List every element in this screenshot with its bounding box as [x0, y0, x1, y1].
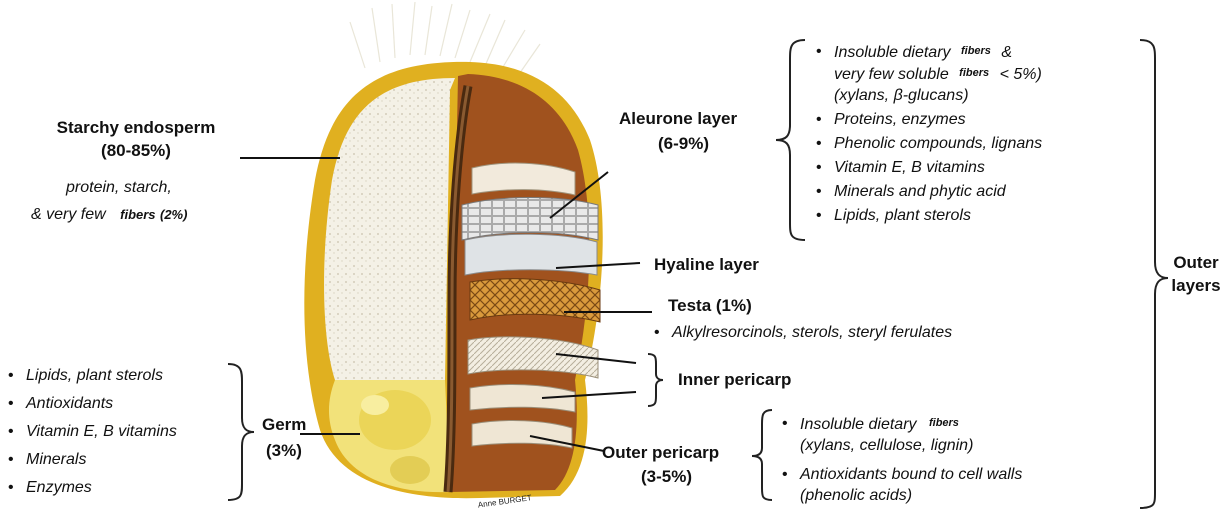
aleurone-item-6: Lipids, plant sterols	[812, 205, 1042, 226]
outer-layers-line1: Outer	[1166, 252, 1226, 274]
aleurone-item-3: Phenolic compounds, lignans	[812, 133, 1042, 154]
hyaline-layer-title: Hyaline layer	[654, 254, 759, 276]
aleurone-item1-g: (xylans, β-glucans)	[834, 87, 969, 104]
testa-item: Alkylresorcinols, sterols, steryl ferula…	[650, 322, 952, 343]
outer-pericarp-item-2-cont: (phenolic acids)	[778, 485, 1022, 506]
aleurone-item-5: Minerals and phytic acid	[812, 181, 1042, 202]
germ-list: Lipids, plant sterols Antioxidants Vitam…	[4, 365, 177, 498]
aleurone-item-fibers-cont2: (xylans, β-glucans)	[812, 85, 1042, 106]
aleurone-layer-title: Aleurone layer	[619, 108, 737, 130]
starchy-endosperm-line1: protein, starch,	[66, 177, 172, 198]
outer-pericarp-item1-b: fibers	[929, 417, 959, 429]
aleurone-list: Insoluble dietary fibers & very few solu…	[812, 41, 1042, 226]
outer-pericarp-list: Insoluble dietary fibers (xylans, cellul…	[778, 413, 1022, 506]
germ-title: Germ	[262, 414, 306, 436]
outer-pericarp-percent: (3-5%)	[641, 466, 692, 488]
starchy-endosperm-line2: & very few fibers (2%)	[31, 204, 187, 225]
outer-layers-line2: layers	[1166, 275, 1226, 297]
aleurone-item1-f: < 5%)	[1000, 66, 1042, 83]
aleurone-item-2: Proteins, enzymes	[812, 109, 1042, 130]
starchy-line2-fibers: fibers	[120, 207, 155, 222]
hyaline-band	[465, 234, 597, 275]
outer-pericarp-title: Outer pericarp	[602, 442, 719, 464]
aleurone-item1-c: &	[1001, 44, 1012, 61]
germ-item-2: Antioxidants	[4, 393, 177, 414]
starchy-line2-suffix: (2%)	[160, 207, 187, 222]
outer-pericarp-item-1-cont: (xylans, cellulose, lignin)	[778, 435, 1022, 456]
testa-title: Testa (1%)	[668, 295, 752, 317]
germ-item-3: Vitamin E, B vitamins	[4, 421, 177, 442]
germ-percent: (3%)	[266, 440, 302, 462]
testa-list: Alkylresorcinols, sterols, steryl ferula…	[650, 322, 952, 343]
starchy-line2-prefix: & very few	[31, 206, 106, 223]
starchy-endosperm-title: Starchy endosperm	[36, 117, 236, 139]
outer-pericarp-item-1: Insoluble dietary fibers	[778, 413, 1022, 435]
aleurone-item1-a: Insoluble dietary	[834, 44, 951, 61]
aleurone-layer-percent: (6-9%)	[658, 133, 709, 155]
aleurone-item-fibers-cont: very few soluble fibers < 5%)	[812, 63, 1042, 85]
aleurone-item1-e: fibers	[959, 67, 989, 79]
inner-pericarp-title: Inner pericarp	[678, 369, 791, 391]
aleurone-item-4: Vitamin E, B vitamins	[812, 157, 1042, 178]
germ-item-1: Lipids, plant sterols	[4, 365, 177, 386]
outer-pericarp-item-2: Antioxidants bound to cell walls	[778, 464, 1022, 485]
outer-pericarp-item1-a: Insoluble dietary	[800, 416, 917, 433]
starchy-endosperm-percent: (80-85%)	[36, 140, 236, 162]
aleurone-item-fibers: Insoluble dietary fibers &	[812, 41, 1042, 63]
aleurone-item1-d: very few soluble	[834, 66, 949, 83]
aleurone-item1-b: fibers	[961, 45, 991, 57]
germ-item-4: Minerals	[4, 449, 177, 470]
germ-item-5: Enzymes	[4, 477, 177, 498]
